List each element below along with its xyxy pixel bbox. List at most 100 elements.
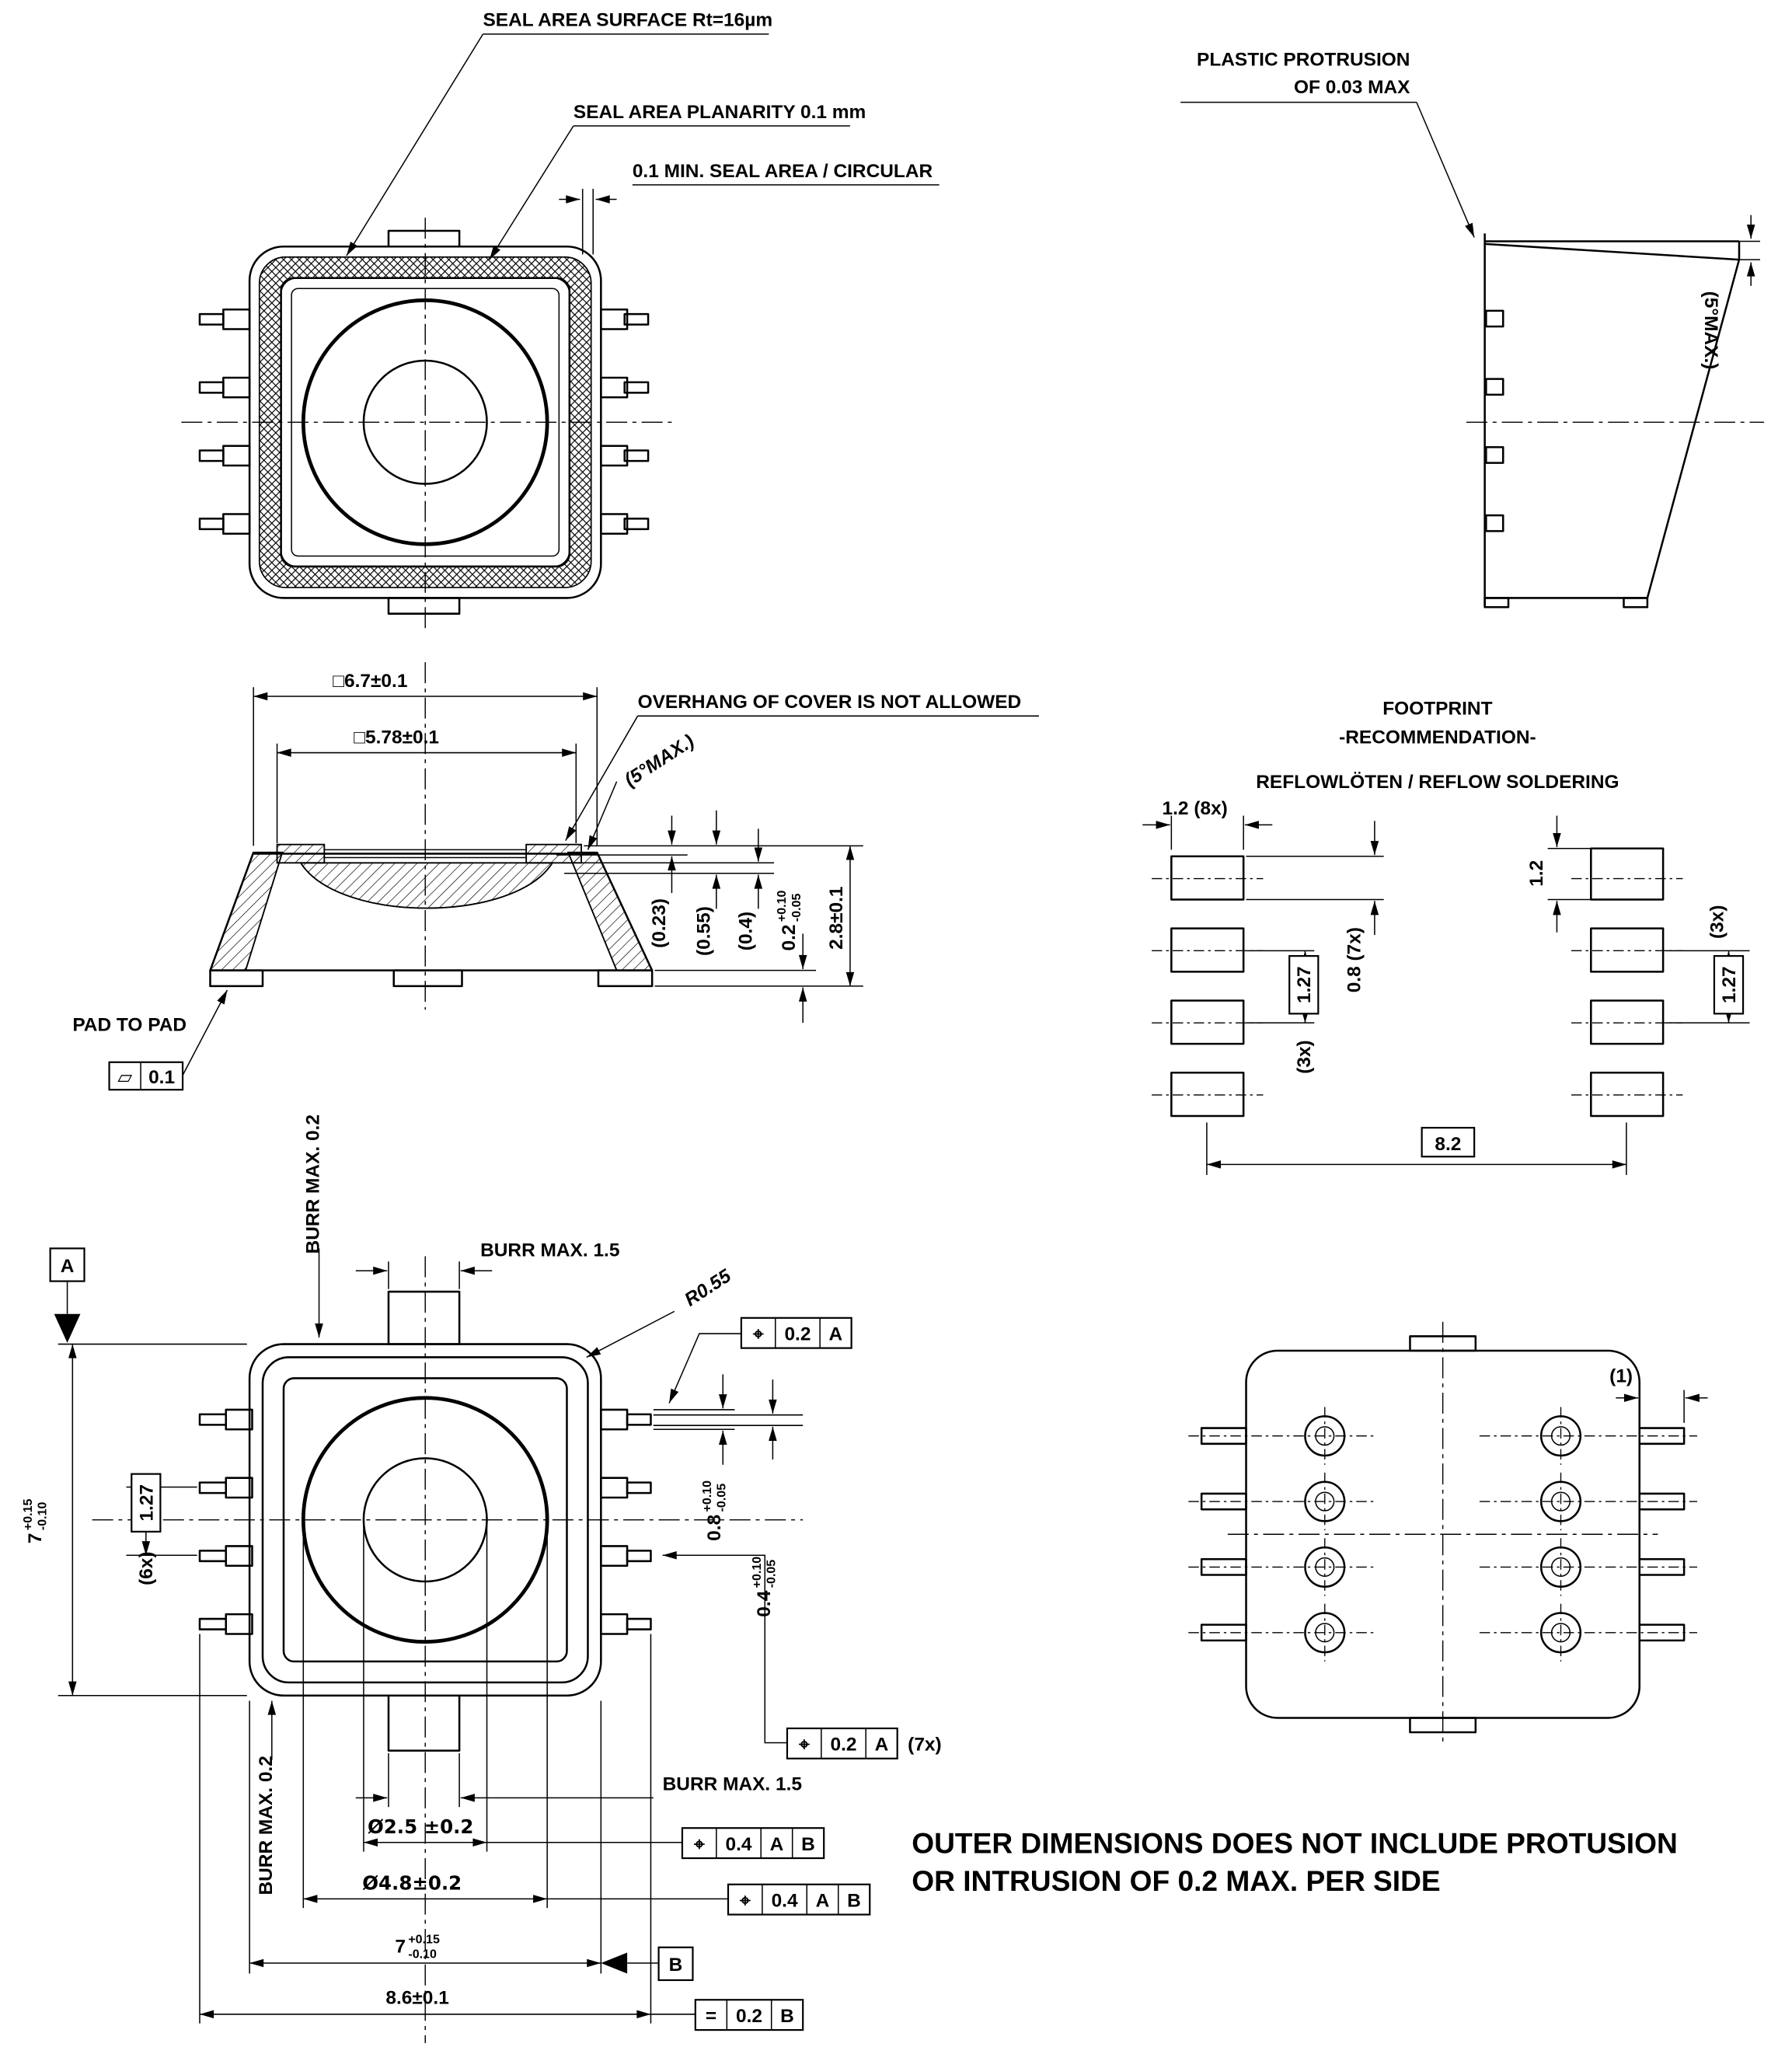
position-symbol: ⌖ [799, 1733, 810, 1756]
top-tab [1409, 1335, 1477, 1352]
pin-stubs [1485, 309, 1504, 532]
dim-span: 8.2 [1435, 1134, 1461, 1155]
section-body [209, 843, 654, 988]
position-symbol: ⌖ [740, 1888, 751, 1911]
footprint-title: FOOTPRINT [1382, 699, 1492, 720]
cover-left-hatch [276, 843, 326, 864]
seal-area-min-label: 0.1 MIN. SEAL AREA / CIRCULAR [633, 161, 933, 182]
svg-text:7+0.15-0.10: 7+0.15-0.10 [395, 1933, 440, 1962]
position-symbol: ⌖ [753, 1323, 764, 1345]
pad-center [392, 969, 463, 988]
fcf-pin1: ⌖ 0.2 A [668, 1316, 852, 1404]
dim-height-7: 7+0.15-0.10 [21, 1343, 247, 1697]
sensor-opening-circle [301, 298, 549, 546]
view-side: PLASTIC PROTRUSION OF 0.03 MAX (5°MAX.) [1180, 49, 1765, 609]
datum-a-label: A [61, 1256, 75, 1277]
dim-pad-height: 0.2+0.10-0.05 [775, 891, 804, 951]
pad-left [209, 969, 264, 988]
dim-pad-width: 1.2 (8x) [1163, 798, 1228, 819]
dim-055: (0.55) [693, 906, 714, 956]
svg-text:B: B [780, 2006, 794, 2027]
pin1-callout: (1) [1609, 1365, 1708, 1423]
dim-pitch-qty: (6x) [136, 1551, 157, 1585]
dia-outer-label: Ø4.8±0.2 [362, 1872, 462, 1895]
svg-text:A: A [829, 1324, 843, 1345]
datum-a-triangle [54, 1313, 81, 1343]
dim-04: (0.4) [735, 912, 756, 950]
dim-total-height: 2.8±0.1 [826, 886, 847, 949]
flatness-fcf: ▱ 0.1 [108, 989, 228, 1091]
svg-text:0.4: 0.4 [726, 1834, 752, 1855]
cavity-outline [280, 277, 571, 568]
seal-surface-label: SEAL AREA SURFACE Rt=16µm [483, 10, 772, 31]
seal-callouts: SEAL AREA SURFACE Rt=16µm SEAL AREA PLAN… [346, 10, 940, 260]
top-tab [387, 1290, 461, 1345]
qty-pitch-right: (3x) [1707, 905, 1728, 938]
svg-text:0.4: 0.4 [772, 1890, 798, 1911]
dim-pitch-right: 1.27 [1719, 966, 1740, 1003]
plastic-protrusion-label-2: OF 0.03 MAX [1294, 77, 1410, 98]
protrusion-wedge [1484, 242, 1740, 261]
dim-width-7: 7+0.15-0.10 B [249, 1700, 694, 1982]
cavity-outline [282, 1377, 568, 1663]
dim-dia-outer: Ø4.8±0.2 ⌖ 0.4 A B [302, 1523, 871, 1916]
view-bottom: (1) [1188, 1321, 1708, 1747]
cover-outline [261, 1356, 589, 1684]
corner-radius-label: R0.55 [681, 1265, 735, 1310]
max-angle-label: (5°MAX.) [1700, 291, 1721, 370]
datum-a: A [49, 1247, 85, 1343]
svg-text:0.4+0.10-0.05: 0.4+0.10-0.05 [750, 1557, 779, 1617]
plastic-protrusion-label-1: PLASTIC PROTRUSION [1197, 49, 1410, 70]
svg-text:0.2: 0.2 [784, 1324, 811, 1345]
svg-text:0.2+0.10-0.05: 0.2+0.10-0.05 [775, 891, 804, 951]
fcf-leads-qty: (7x) [908, 1735, 942, 1756]
general-note: OUTER DIMENSIONS DOES NOT INCLUDE PROTUS… [912, 1826, 1678, 1897]
burr-bottom-15-label: BURR MAX. 1.5 [663, 1773, 802, 1794]
flatness-symbol: ▱ [117, 1065, 132, 1088]
package-slanted-face [1646, 259, 1741, 598]
cover-right-hatch [525, 843, 582, 864]
glass-body-hatch [299, 862, 554, 909]
dim-pad-height: 0.8 (7x) [1344, 927, 1365, 992]
pad-to-pad-label: PAD TO PAD [72, 1014, 187, 1035]
note-line-2: OR INTRUSION OF 0.2 MAX. PER SIDE [912, 1864, 1440, 1897]
burr-top-label: BURR MAX. 0.2 [303, 1114, 324, 1254]
dim-pad1-height: 1.2 [1526, 860, 1547, 887]
pads-left [1152, 855, 1264, 1118]
view-section: □6.7±0.1 □5.78±0.1 OVERHANG OF COVER IS … [72, 662, 1039, 1091]
dim-pitch-left: 1.27 [1294, 966, 1315, 1003]
position-symbol: ⌖ [694, 1833, 705, 1855]
footprint-subtitle: -RECOMMENDATION- [1339, 727, 1536, 748]
dim-lead-width: 0.8+0.10-0.05 0.4+0.10-0.05 [653, 1374, 804, 1617]
sensor-membrane-circle [362, 1457, 488, 1583]
footprint-dims: 1.2 (8x) 0.8 (7x) 1.27 (3x) 1.2 (3x) 1.2… [1142, 798, 1750, 1175]
section-height-dims: (0.23) (0.55) (0.4) 0.2+0.10-0.05 2.8±0.… [556, 810, 863, 1024]
symmetry-symbol: = [706, 2006, 716, 2027]
pads-right [1571, 847, 1683, 1118]
max-angle-label: (5°MAX.) [621, 731, 698, 791]
dim-span-86: 8.6±0.1 = 0.2 B [199, 1634, 804, 2031]
dim-body-square: □6.7±0.1 [333, 671, 407, 692]
svg-text:(5°MAX.): (5°MAX.) [1700, 291, 1721, 370]
fcf-leads: ⌖ 0.2 A (7x) [662, 1550, 942, 1759]
dim-pitch: 1.27 (6x) [126, 1473, 197, 1585]
svg-text:A: A [770, 1834, 784, 1855]
svg-text:7+0.15-0.10: 7+0.15-0.10 [21, 1499, 50, 1544]
svg-text:0.2: 0.2 [831, 1735, 857, 1756]
dim-pitch-value: 1.27 [136, 1484, 157, 1522]
sensor-membrane-circle [362, 359, 488, 485]
svg-text:0.2: 0.2 [736, 2006, 762, 2027]
pin1-label: (1) [1609, 1365, 1633, 1386]
view-dimensions: A BURR MAX. 0.2 BURR MAX. 1.5 R0.55 ⌖ 0.… [21, 1114, 942, 2043]
svg-text:(5°MAX.): (5°MAX.) [621, 731, 698, 791]
view-top-seal: SEAL AREA SURFACE Rt=16µm SEAL AREA PLAN… [181, 10, 940, 629]
sensor-opening-circle [301, 1396, 549, 1644]
bottom-tab [387, 597, 461, 615]
solder-holes [1304, 1407, 1582, 1662]
dim-dia-inner: Ø2.5 ±0.2 ⌖ 0.4 A B [363, 1523, 825, 1860]
qty-pitch-left: (3x) [1294, 1040, 1315, 1074]
burr-bottom-label: BURR MAX. 0.2 [256, 1756, 277, 1895]
cavity-inner-outline [291, 288, 560, 557]
top-tab [387, 229, 461, 248]
